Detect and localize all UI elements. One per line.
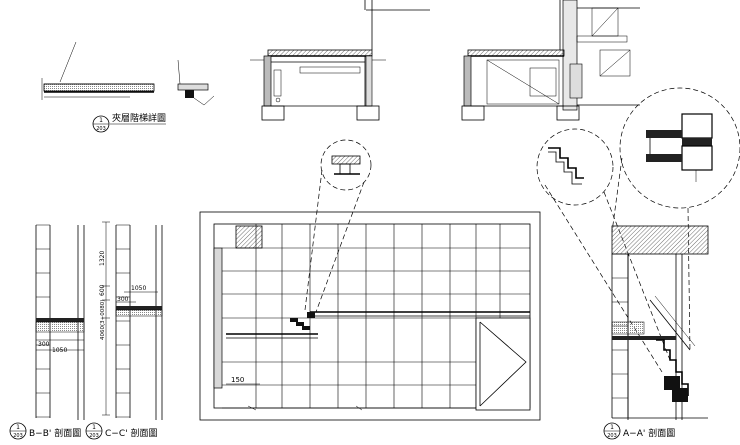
section-cc-label: 1 203 C−C' 剖面圖 — [85, 422, 157, 440]
cc-dim-top: 1320 — [99, 251, 106, 266]
main-grid-plan: 150 — [199, 211, 541, 421]
cc-dim-side: 600 — [99, 284, 106, 296]
stair-steps — [290, 312, 315, 330]
cc-dim-mid: 1050 — [131, 285, 146, 292]
label-num: 1 — [610, 424, 614, 431]
section-aa-label: 1 203 A−A' 剖面圖 — [603, 422, 675, 440]
label-title: B−B' 剖面圖 — [29, 427, 81, 439]
bb-dim-b: 1050 — [52, 347, 67, 354]
mezzanine-stair-detail — [41, 41, 215, 106]
detail-callout-small — [304, 139, 372, 313]
section-aa — [611, 225, 709, 420]
top-plan-right — [461, 0, 640, 121]
label-sheet: 203 — [13, 433, 23, 439]
section-cc: 1320 4060(3+0080) 600 1050 300 — [99, 221, 163, 420]
dim-150: 150 — [231, 376, 244, 384]
label-sheet: 203 — [89, 433, 99, 439]
bb-dim-a: 300 — [38, 341, 50, 348]
label-sheet: 203 — [607, 433, 617, 439]
label-num: 1 — [92, 424, 96, 431]
label-title: C−C' 剖面圖 — [105, 427, 157, 439]
section-bb-label: 1 203 B−B' 剖面圖 — [9, 422, 81, 440]
label-num: 1 — [99, 117, 103, 124]
label-sheet: 203 — [96, 126, 106, 132]
label-title: 夾層階梯詳圖 — [112, 112, 166, 124]
detail-callout-stair — [536, 128, 671, 373]
cc-dim-height: 4060(3+0080) — [100, 300, 106, 340]
cc-dim-small: 300 — [117, 296, 129, 303]
top-plan-left — [250, 0, 430, 121]
detail-callout-large — [611, 87, 740, 353]
label-num: 1 — [16, 424, 20, 431]
mezzanine-stair-label: 1 203 夾層階梯詳圖 — [92, 112, 166, 133]
label-title: A−A' 剖面圖 — [623, 427, 675, 439]
section-bb: 300 1050 — [35, 224, 85, 420]
